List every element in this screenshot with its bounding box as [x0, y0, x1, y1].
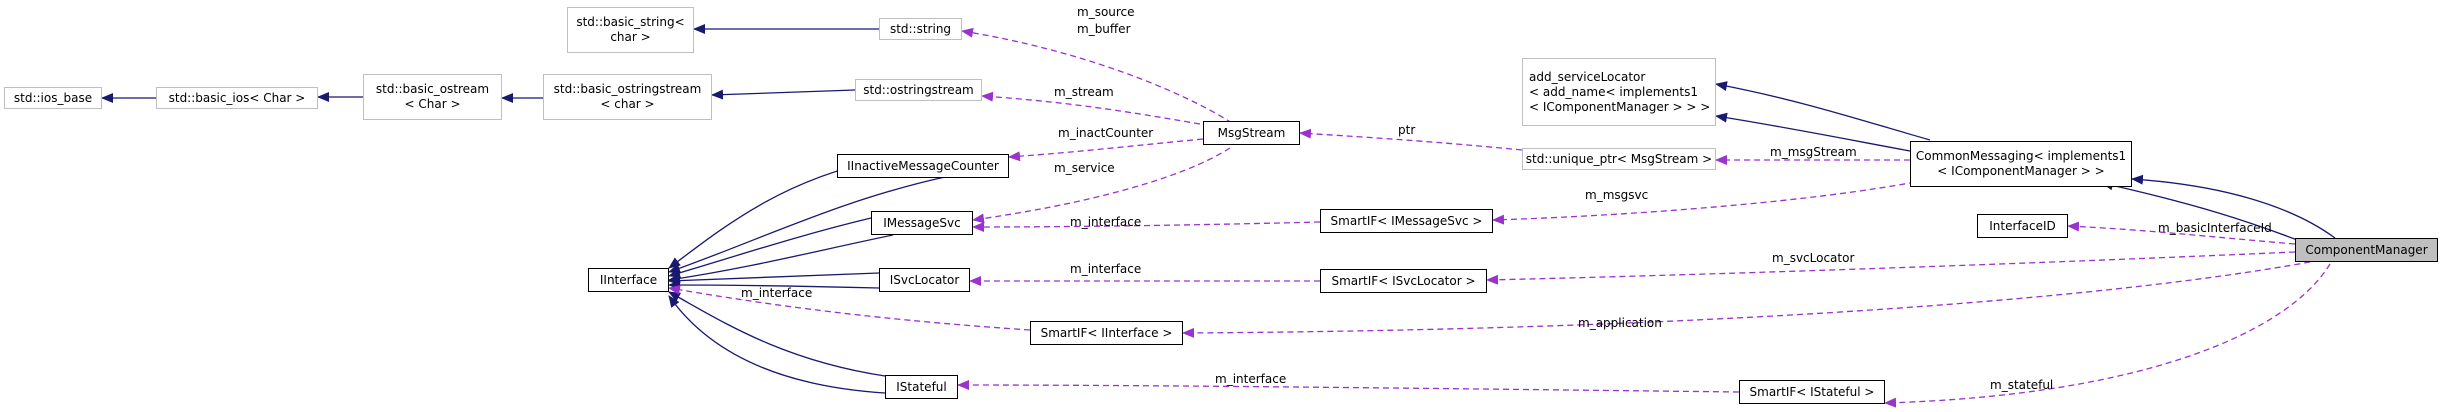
edge-istateful-to-iinterface-2 [668, 295, 886, 394]
node-std-basic-ostream[interactable]: std::basic_ostream < Char > [363, 74, 502, 120]
node-add-servicelocator[interactable]: add_serviceLocator < add_name< implement… [1522, 58, 1716, 126]
edge-componentmanager-to-commonmessaging-2 [2101, 180, 2301, 242]
node-msgstream[interactable]: MsgStream [1203, 121, 1300, 145]
edge-componentmanager-to-commonmessaging-1 [2131, 174, 2336, 239]
edge-label-m-inactcounter: m_inactCounter [1058, 126, 1153, 140]
edge-smartif-istateful-to-istateful [957, 380, 1740, 393]
edge-label-m-stream: m_stream [1054, 85, 1114, 99]
edge-label-m-interface-msgsvc: m_interface [1070, 215, 1141, 229]
node-smartif-imessagesvc[interactable]: SmartIF< IMessageSvc > [1320, 209, 1493, 233]
node-isvclocator[interactable]: ISvcLocator [879, 268, 970, 292]
edge-smartif-msgsvc-to-imessagesvc [972, 221, 1321, 232]
edge-componentmanager-to-smartif-svclocator [1486, 251, 2296, 285]
edge-commonmessaging-to-add-servicelocator-1 [1715, 81, 1931, 141]
edge-imessagesvc-to-iinterface-1 [668, 217, 872, 278]
edge-unique-ptr-to-msgstream [1299, 128, 1523, 151]
node-std-string[interactable]: std::string [879, 18, 962, 40]
edge-componentmanager-to-smartif-istateful [1884, 263, 2331, 408]
edge-componentmanager-to-interfaceid [2067, 221, 2296, 245]
edge-istateful-to-iinterface-1 [668, 291, 886, 377]
node-std-basic-ostringstream[interactable]: std::basic_ostringstream < char > [543, 74, 712, 120]
node-smartif-iinterface[interactable]: SmartIF< IInterface > [1030, 321, 1183, 345]
edge-label-m-service: m_service [1054, 161, 1115, 175]
edge-smartif-iinterface-to-iinterface [668, 284, 1031, 331]
edge-msgstream-to-iinactive [1008, 138, 1204, 162]
node-std-ios-base[interactable]: std::ios_base [4, 87, 102, 109]
node-istateful[interactable]: IStateful [885, 375, 958, 399]
edge-label-m-source: m_source [1077, 5, 1135, 19]
edge-isvclocator-to-iinterface-2 [668, 280, 880, 291]
node-interfaceid[interactable]: InterfaceID [1977, 214, 2068, 238]
node-std-ostringstream[interactable]: std::ostringstream [855, 79, 982, 101]
edge-label-m-stateful: m_stateful [1990, 378, 2053, 392]
edge-label-ptr: ptr [1398, 123, 1415, 137]
node-iinactivemessagecounter[interactable]: IInactiveMessageCounter [837, 154, 1009, 178]
node-smartif-istateful[interactable]: SmartIF< IStateful > [1739, 380, 1885, 404]
edge-label-m-msgstream: m_msgStream [1770, 145, 1857, 159]
edge-commonmessaging-to-smartif-msgsvc [1492, 181, 1916, 225]
edge-msgstream-to-imessagesvc [972, 147, 1231, 224]
node-iinterface[interactable]: IInterface [588, 268, 669, 292]
node-commonmessaging[interactable]: CommonMessaging< implements1 < IComponen… [1910, 141, 2132, 187]
edge-commonmessaging-to-add-servicelocator-2 [1715, 112, 1911, 152]
edge-label-m-svclocator: m_svcLocator [1772, 251, 1854, 265]
edge-label-m-msgsvc: m_msgsvc [1585, 188, 1648, 202]
node-componentmanager[interactable]: ComponentManager [2295, 238, 2438, 262]
edge-ostringstream-to-basic-ostringstream [711, 89, 856, 100]
node-std-basic-string[interactable]: std::basic_string< char > [567, 7, 694, 53]
edge-label-m-application: m_application [1578, 316, 1662, 330]
node-imessagesvc[interactable]: IMessageSvc [871, 211, 973, 235]
edge-msgstream-to-string [961, 27, 1233, 124]
node-smartif-isvclocator[interactable]: SmartIF< ISvcLocator > [1320, 269, 1487, 293]
edge-msgstream-to-ostringstream [981, 91, 1201, 125]
edge-isvclocator-to-iinterface-1 [668, 272, 880, 286]
edge-label-m-interface-istateful: m_interface [1215, 372, 1286, 386]
edge-label-m-basicinterfaceid: m_basicInterfaceId [2158, 221, 2272, 235]
node-std-basic-ios[interactable]: std::basic_ios< Char > [156, 87, 318, 109]
edge-imessagesvc-to-iinterface-2 [668, 234, 894, 284]
edge-componentmanager-to-smartif-iinterface [1182, 261, 2311, 338]
edge-label-m-interface-svclocator: m_interface [1070, 262, 1141, 276]
edge-label-m-interface-iinterface: m_interface [741, 286, 812, 300]
edge-iinactive-to-iinterface-2 [668, 176, 946, 274]
edge-label-m-buffer: m_buffer [1077, 22, 1131, 36]
node-std-unique-ptr[interactable]: std::unique_ptr< MsgStream > [1522, 148, 1716, 170]
